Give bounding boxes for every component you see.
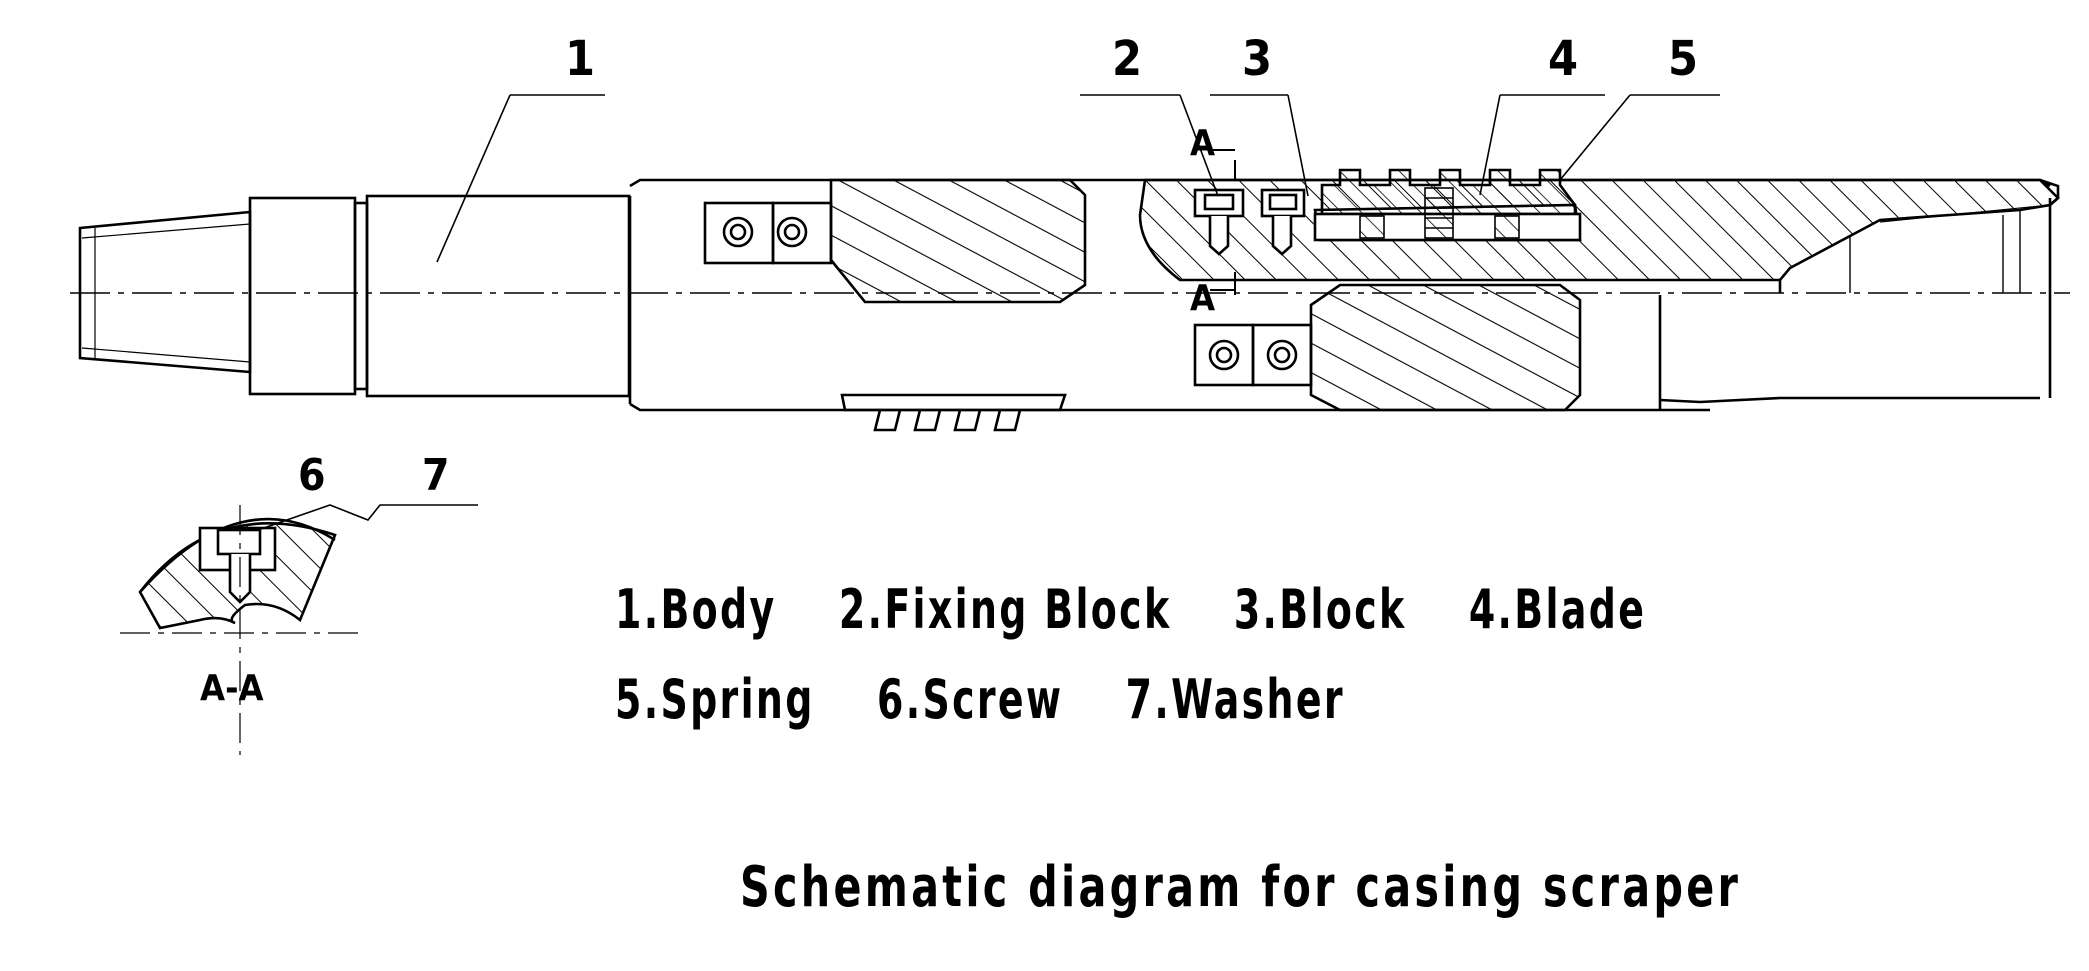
block-3 xyxy=(1260,188,1306,256)
legend-item-washer: 7.Washer xyxy=(1125,668,1345,731)
legend-item-fixing-block: 2.Fixing Block xyxy=(838,578,1172,641)
fixing-block-2 xyxy=(1193,188,1245,256)
legend-item-screw: 6.Screw xyxy=(877,668,1064,731)
box-end-bore xyxy=(1778,204,2051,293)
diagram-title: Schematic diagram for casing scraper xyxy=(740,855,1742,920)
section-label-a-a: A-A xyxy=(200,668,264,709)
callout-numbers: 1 2 3 4 5 6 7 xyxy=(298,31,1698,501)
section-mark-a xyxy=(1210,149,1236,295)
callout-4: 4 xyxy=(1548,31,1578,87)
blade-upper xyxy=(1313,168,1582,242)
leader-lines xyxy=(436,94,1720,263)
blade-left-upper xyxy=(703,178,1087,304)
legend-row-2: 5.Spring 6.Screw 7.Washer xyxy=(615,668,1392,731)
callout-2: 2 xyxy=(1112,31,1142,87)
section-label-a-bottom: A xyxy=(1190,278,1215,319)
legend-row-1: 1.Body 2.Fixing Block 3.Block 4.Blade xyxy=(615,578,1693,641)
callout-5: 5 xyxy=(1668,31,1698,87)
blade-lower xyxy=(1193,283,1582,412)
body-shoulder xyxy=(248,194,632,404)
section-label-a-top: A xyxy=(1190,123,1215,164)
pin-thread-end xyxy=(78,210,252,374)
blade-bottom-teeth xyxy=(840,393,1067,432)
section-a-a-detail xyxy=(120,504,478,755)
callout-6: 6 xyxy=(298,450,326,501)
spring-set xyxy=(1359,187,1520,239)
legend-item-blade: 4.Blade xyxy=(1468,578,1647,641)
callout-1: 1 xyxy=(565,31,595,87)
callout-3: 3 xyxy=(1242,31,1272,87)
legend-item-body: 1.Body xyxy=(615,578,777,641)
legend-item-block: 3.Block xyxy=(1233,578,1407,641)
callout-7: 7 xyxy=(422,450,450,501)
legend-item-spring: 5.Spring xyxy=(615,668,815,731)
